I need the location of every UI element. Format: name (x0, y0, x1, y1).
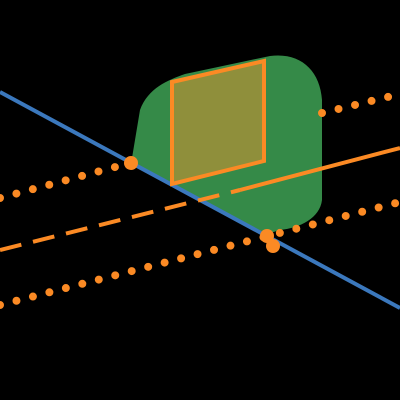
lower-dotted-line (0, 198, 400, 309)
upper-dotted-line-right (318, 90, 400, 117)
upper-dotted-line (0, 159, 134, 202)
point-c (266, 239, 280, 253)
point-a (124, 156, 138, 170)
middle-solid-line (239, 146, 400, 192)
orange-square (170, 58, 266, 187)
middle-dashed-line (0, 188, 241, 252)
